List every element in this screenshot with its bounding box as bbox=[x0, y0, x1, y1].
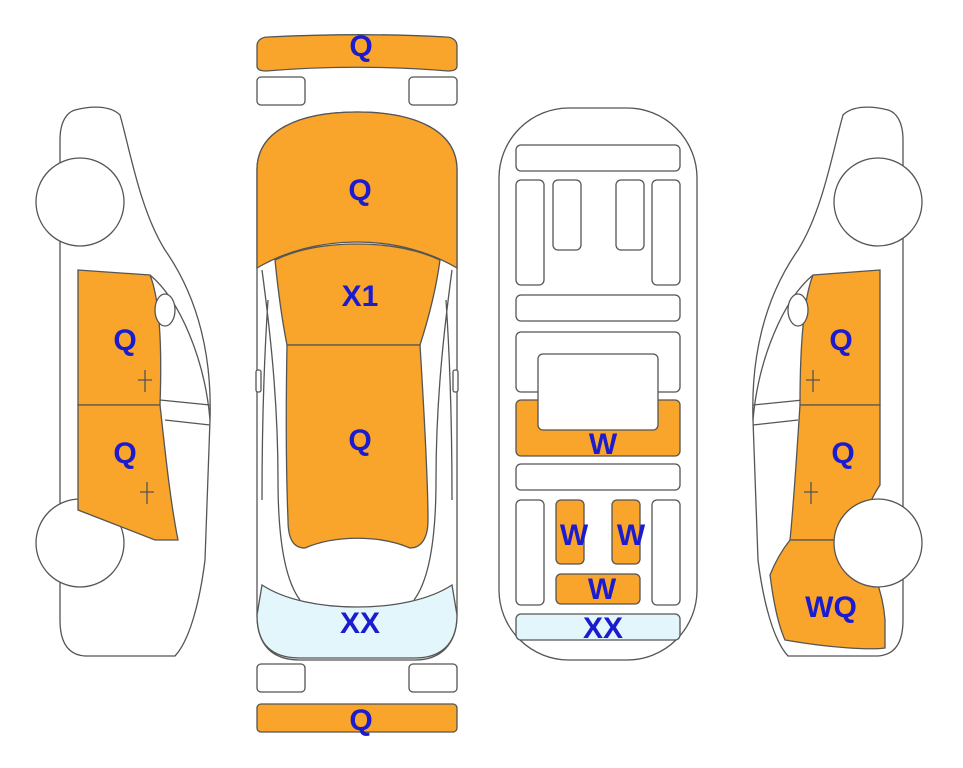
left-rear-door-panel bbox=[77, 404, 179, 541]
label-floor-left-rail: W bbox=[560, 519, 589, 552]
under-front-right-rail bbox=[651, 179, 681, 286]
label-left-front-door: Q bbox=[113, 324, 136, 357]
damage-labels: Q Q X1 Q XX Q Q Q Q Q WQ W W W W XX bbox=[113, 30, 857, 737]
label-rear-glass: XX bbox=[340, 607, 380, 640]
top-right-side-line bbox=[413, 269, 453, 601]
label-front-bumper: Q bbox=[349, 30, 372, 63]
under-front-left-mount bbox=[552, 179, 582, 251]
rear-bumper-panel bbox=[256, 703, 458, 733]
top-left-side-line bbox=[261, 269, 301, 601]
under-rear-left-rail bbox=[515, 499, 545, 606]
label-floor-crossmember: W bbox=[589, 428, 618, 461]
underbody-outline bbox=[498, 107, 698, 661]
label-floor-right-rail: W bbox=[617, 519, 646, 552]
under-front-right-mount bbox=[615, 179, 645, 251]
right-rear-handle-icon bbox=[804, 482, 818, 504]
label-right-quarter-panel: WQ bbox=[805, 591, 857, 624]
right-front-handle-icon bbox=[806, 370, 820, 392]
left-side-view bbox=[35, 106, 211, 657]
left-front-handle-icon bbox=[138, 370, 152, 392]
label-right-front-door: Q bbox=[829, 324, 852, 357]
right-window-line bbox=[752, 274, 814, 426]
roof-panel bbox=[285, 344, 429, 549]
hood-panel bbox=[256, 111, 458, 270]
floor-right-rail-panel bbox=[611, 499, 641, 565]
left-rear-handle-icon bbox=[140, 482, 154, 504]
label-left-rear-door: Q bbox=[113, 437, 136, 470]
windshield-panel bbox=[274, 243, 441, 346]
front-bumper-panel bbox=[256, 34, 458, 72]
right-mirror bbox=[787, 293, 809, 327]
right-side-view bbox=[752, 106, 923, 657]
under-mid-plate bbox=[515, 294, 681, 322]
right-rear-wheel bbox=[833, 498, 923, 588]
front-left-light bbox=[256, 76, 306, 106]
right-front-wheel bbox=[833, 157, 923, 247]
label-windshield: X1 bbox=[342, 280, 379, 313]
under-rear-plate bbox=[515, 463, 681, 491]
floor-tail-panel bbox=[515, 613, 681, 641]
left-front-wheel bbox=[35, 157, 125, 247]
under-rear-right-rail bbox=[651, 499, 681, 606]
rear-left-light bbox=[256, 663, 306, 693]
left-mirror-top bbox=[255, 369, 262, 393]
rear-right-light bbox=[408, 663, 458, 693]
left-body-outline bbox=[59, 106, 211, 657]
left-mirror bbox=[154, 293, 176, 327]
floor-rear-panel bbox=[555, 573, 641, 605]
label-roof: Q bbox=[348, 424, 371, 457]
underbody-view bbox=[498, 107, 698, 661]
label-floor-rear-panel: W bbox=[588, 573, 617, 606]
label-floor-tail-panel: XX bbox=[583, 612, 623, 645]
label-hood: Q bbox=[348, 174, 371, 207]
under-center-box bbox=[537, 353, 659, 431]
label-rear-bumper: Q bbox=[349, 704, 372, 737]
under-front-left-rail bbox=[515, 179, 545, 286]
top-view bbox=[255, 34, 459, 733]
floor-left-rail-panel bbox=[555, 499, 585, 565]
rear-glass-panel bbox=[256, 583, 458, 659]
left-window-line bbox=[149, 274, 211, 426]
right-mirror-top bbox=[452, 369, 459, 393]
front-right-light bbox=[408, 76, 458, 106]
label-right-rear-door: Q bbox=[831, 437, 854, 470]
right-body-outline bbox=[752, 106, 904, 657]
under-front-plate bbox=[515, 144, 681, 172]
